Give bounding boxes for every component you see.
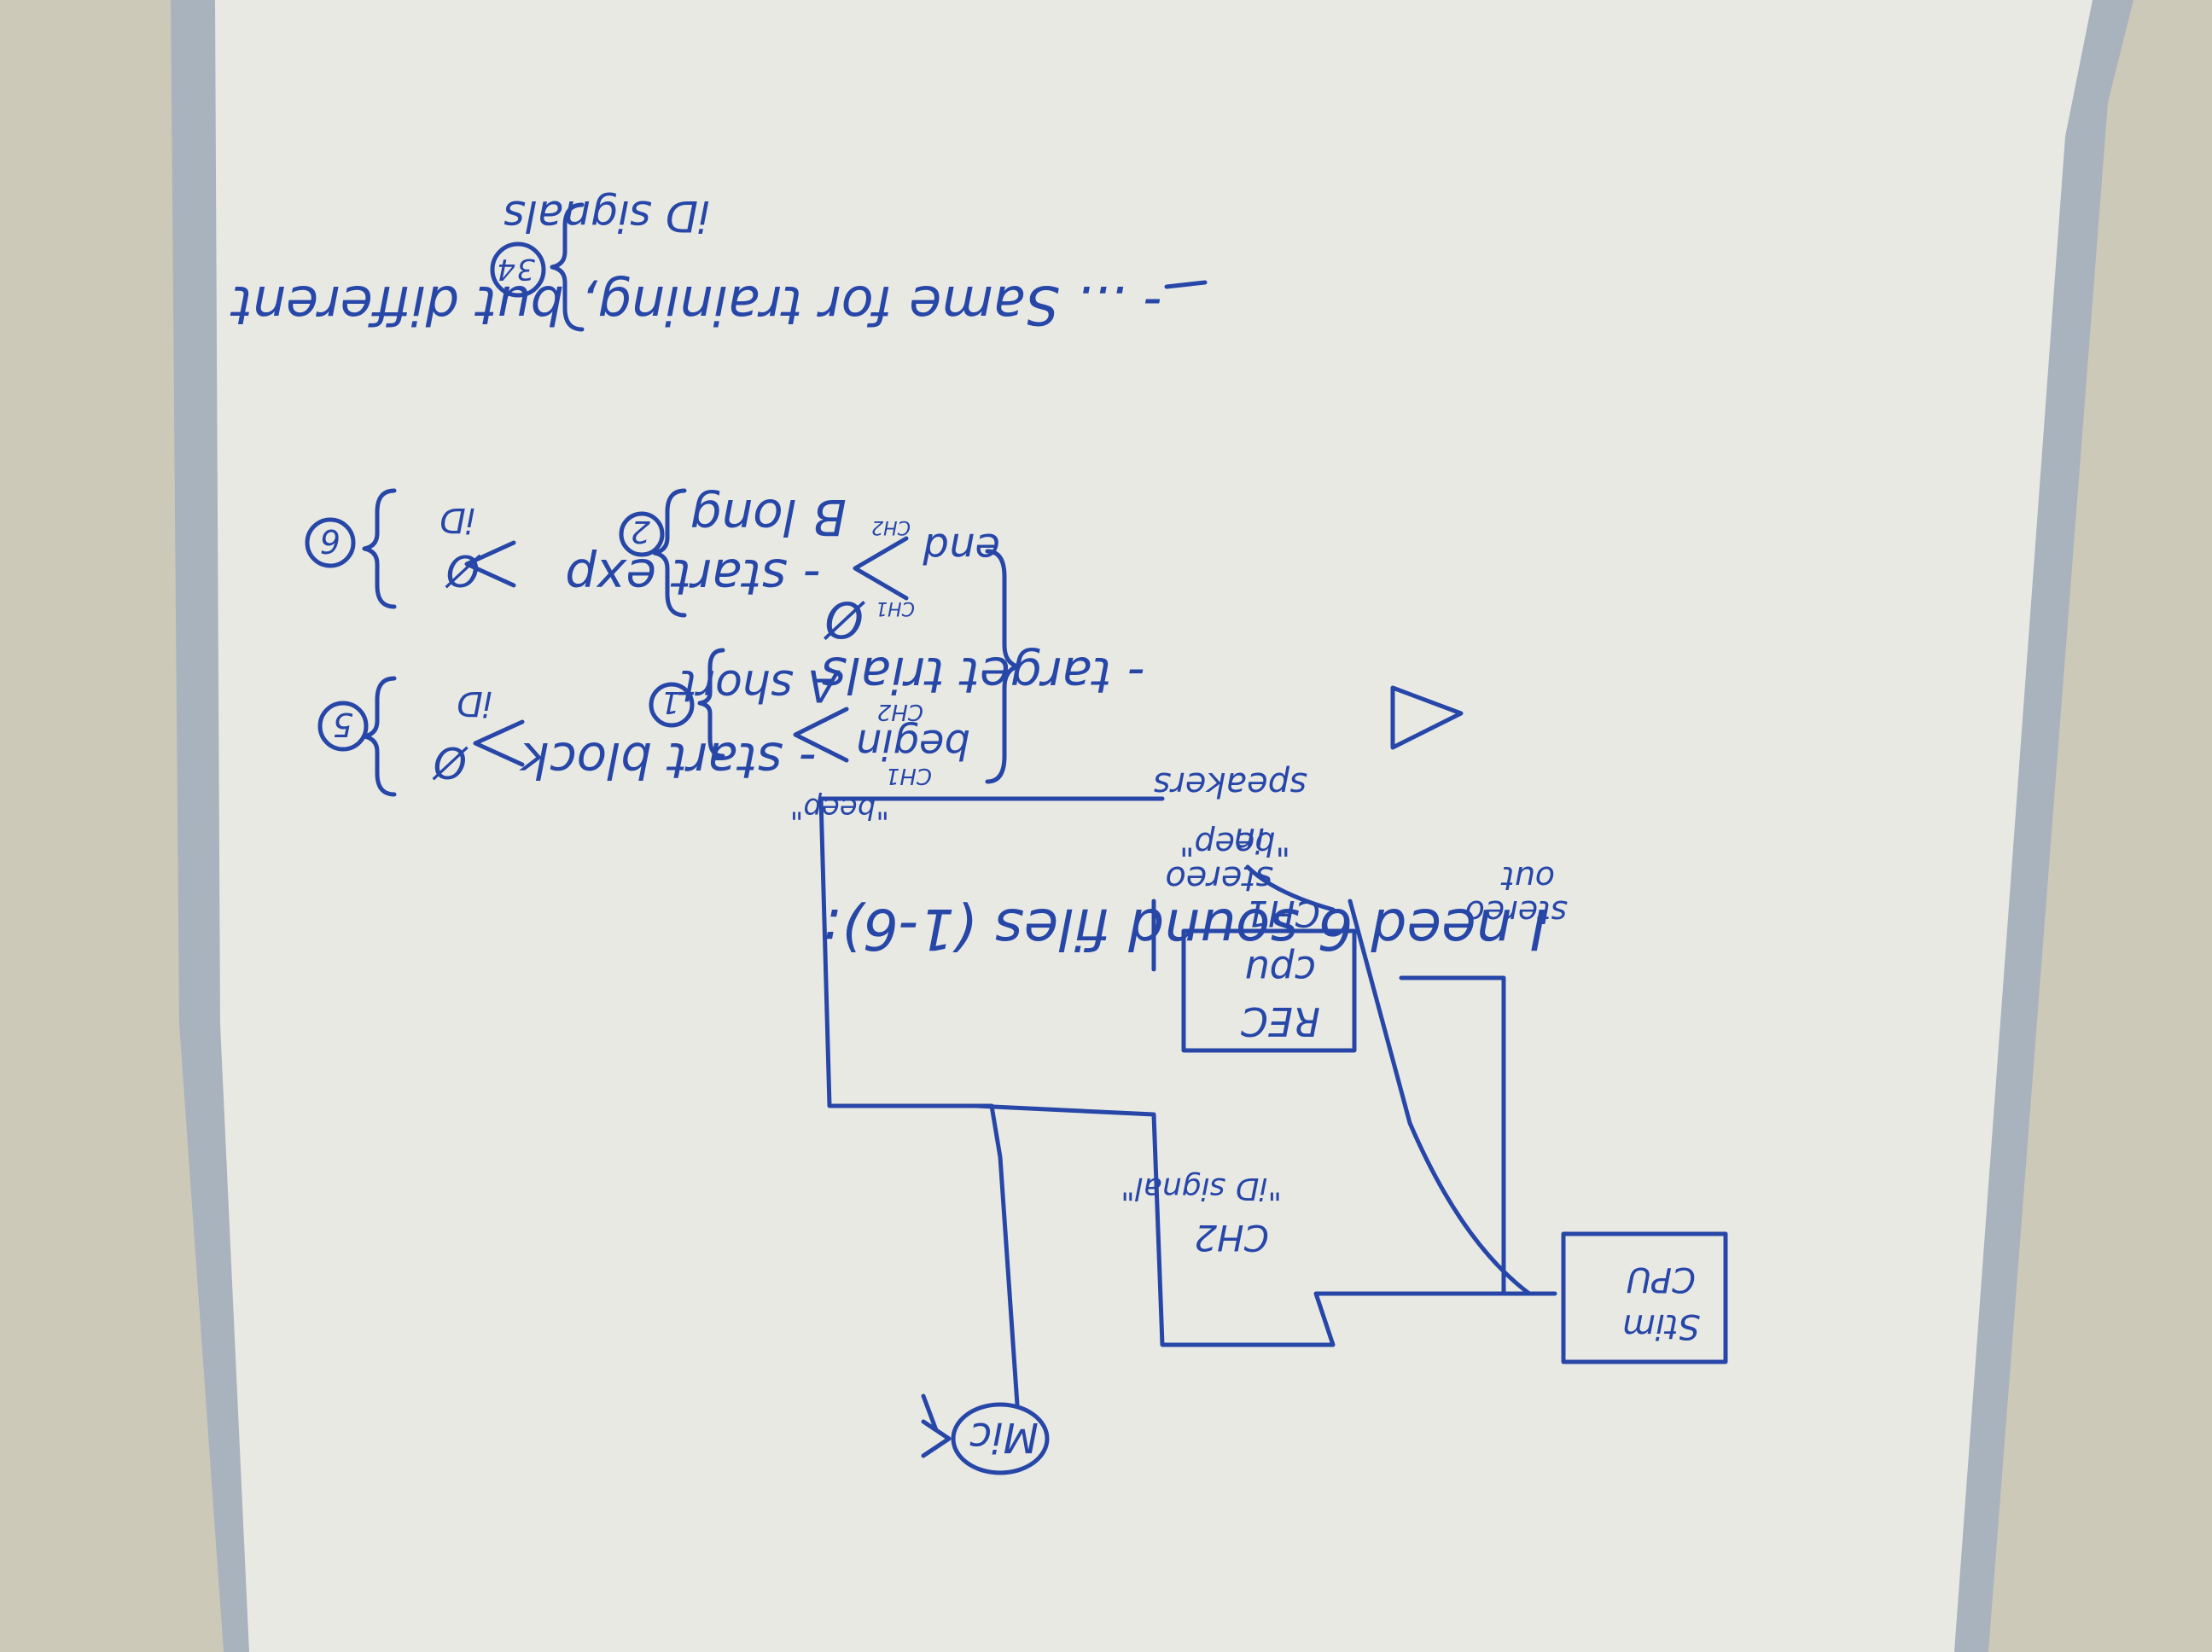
num-2-text: 2 <box>631 514 650 549</box>
circle-5 <box>317 701 369 752</box>
mic-label: Mic <box>969 1413 1039 1461</box>
arrow-stereo-in <box>1245 864 1336 912</box>
speaker-shape <box>1390 685 1464 750</box>
num-3-text: 3 <box>516 252 535 286</box>
brace-6 <box>362 488 397 609</box>
num-1-text: 1 <box>661 684 680 719</box>
b-long-text: B long <box>690 488 847 546</box>
mic-stand <box>921 1393 952 1458</box>
wire-stim-to-speaker <box>1399 975 1506 1296</box>
whiteboard-surface <box>215 0 2093 1652</box>
start-block-text: - start block <box>519 731 817 789</box>
end-chevron <box>853 536 909 601</box>
num-4-text: 4 <box>497 252 515 286</box>
speakers-label: speakers <box>1154 765 1307 804</box>
rec-cpu-box <box>1181 928 1357 1053</box>
start-block-chevron <box>473 719 525 767</box>
wire-stereo-out <box>1348 899 1532 1296</box>
ch1-beep-label-2: "beep" <box>1179 825 1290 863</box>
stim-cpu-box <box>1561 1231 1728 1364</box>
end-text: end <box>923 524 1000 572</box>
begin-text: begin <box>856 720 970 768</box>
start-exp-text: - start exp <box>565 548 821 606</box>
rec-cpu-label-2: cpu <box>1244 947 1316 993</box>
ch2-small-label: CH2 <box>877 699 923 724</box>
same-for-training-text: - ... Same for training, but different <box>230 274 1162 336</box>
stereo-out-label-2: out <box>1500 859 1555 897</box>
circle-3-4 <box>490 241 546 298</box>
ch1-small-label-2: CH1 <box>876 597 915 619</box>
target-trials-brace <box>985 549 1020 784</box>
handwritten-notes: I need 6 sound files (1-6): - target tri… <box>230 191 1728 1475</box>
rec-cpu-label-1: REC <box>1241 998 1320 1044</box>
ch2-id-label-2: "iD signal" <box>1121 1171 1282 1206</box>
id-5-text: iD <box>457 683 492 723</box>
stereo-in-label-1: stereo <box>1165 858 1273 898</box>
zero-text: Ø <box>824 590 865 649</box>
wire-mic-to-rec <box>818 796 1165 1407</box>
stim-cpu-label-2: CPU <box>1627 1259 1696 1299</box>
same-dash <box>1164 280 1208 289</box>
id-signals-text: iD signals <box>504 191 710 241</box>
id-6-text: iD <box>439 500 475 539</box>
brace-3-4 <box>550 202 585 332</box>
beep-quote-text: "beep" <box>790 791 889 825</box>
circle-2 <box>619 511 665 557</box>
num-5-text: 5 <box>333 706 353 743</box>
brace-1 <box>697 648 725 759</box>
num-6-text: 6 <box>320 522 341 560</box>
stereo-out-label-1: stereo <box>1465 893 1568 931</box>
target-trials-text: - target trials <box>821 646 1145 704</box>
begin-chevron <box>793 707 849 763</box>
stim-cpu-label-1: Stim <box>1622 1306 1700 1346</box>
stereo-in-label-2: in <box>1234 820 1265 859</box>
ch2-id-label-1: CH2 <box>1194 1217 1269 1259</box>
ch1-small-label: CH1 <box>886 763 932 788</box>
ch1-beep-label-1: CH1 <box>1245 893 1320 934</box>
zero-5-text: Ø <box>432 737 469 787</box>
circle-1 <box>649 682 695 728</box>
zero-6-text: Ø <box>445 545 481 595</box>
ch2-small-label-2: CH2 <box>871 516 911 538</box>
brace-2 <box>652 488 687 618</box>
mic-circle <box>951 1402 1050 1475</box>
circle-6 <box>305 517 356 568</box>
start-exp-chevron <box>464 540 516 588</box>
